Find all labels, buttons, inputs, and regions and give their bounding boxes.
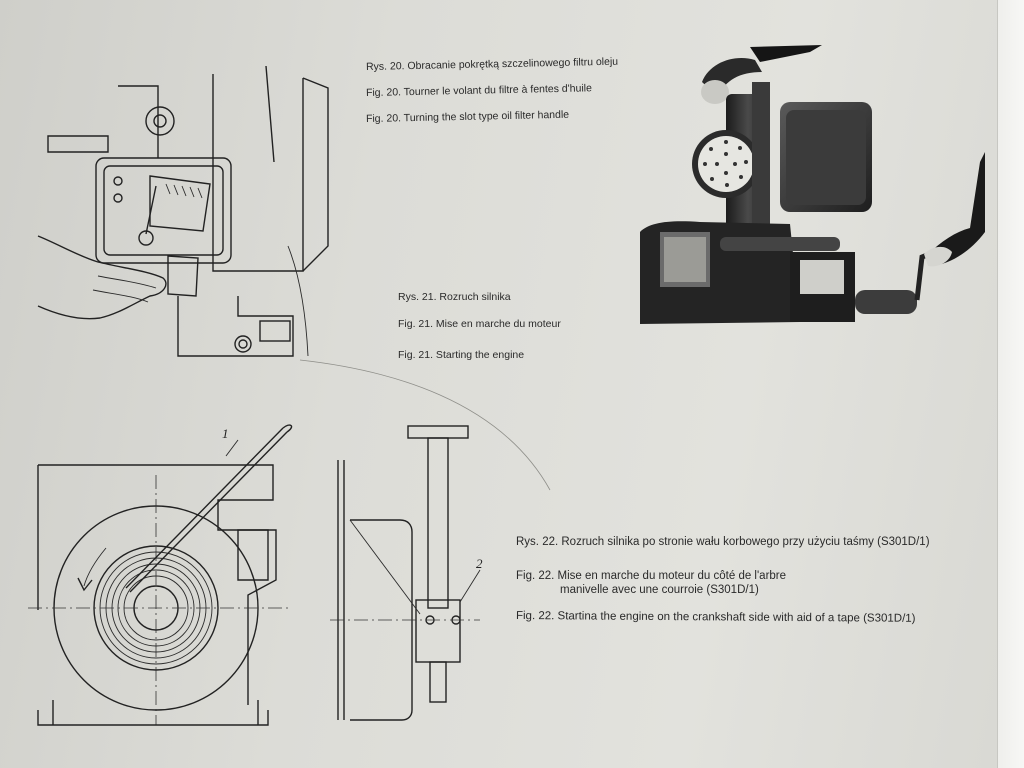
fig22-caption-en: Fig. 22. Startina the engine on the cran… bbox=[515, 610, 916, 625]
fig21-photo bbox=[640, 45, 985, 324]
fig21-caption-en: Fig. 21. Starting the engine bbox=[398, 349, 525, 361]
fig20-drawing bbox=[37, 65, 329, 357]
fig22-side-view: 2 bbox=[330, 425, 483, 721]
fig20-caption-pl: Rys. 20. Obracanie pokrętką szczelinoweg… bbox=[365, 55, 619, 73]
fig22-caption-fr-line2: manivelle avec une courroie (S301D/1) bbox=[560, 584, 759, 596]
callout-1: 1 bbox=[222, 426, 229, 441]
fig20-caption-en: Fig. 20. Turning the slot type oil filte… bbox=[365, 108, 570, 125]
fig20-caption-fr: Fig. 20. Tourner le volant du filtre à f… bbox=[365, 82, 593, 99]
fig22-caption-fr-line1: Fig. 22. Mise en marche du moteur du côt… bbox=[516, 570, 787, 582]
fig22-caption-pl: Rys. 22. Rozruch silnika po stronie wału… bbox=[516, 536, 930, 548]
fig22-caption-fr: Fig. 22. Mise en marche du moteur du côt… bbox=[516, 569, 786, 597]
page-edge bbox=[997, 0, 1024, 768]
fig21-caption-pl: Rys. 21. Rozruch silnika bbox=[398, 291, 511, 303]
paper-crease bbox=[299, 359, 551, 491]
fig21-caption-fr: Fig. 21. Mise en marche du moteur bbox=[398, 318, 561, 330]
fig22-front-view: 1 bbox=[28, 424, 293, 726]
callout-2: 2 bbox=[476, 556, 483, 571]
